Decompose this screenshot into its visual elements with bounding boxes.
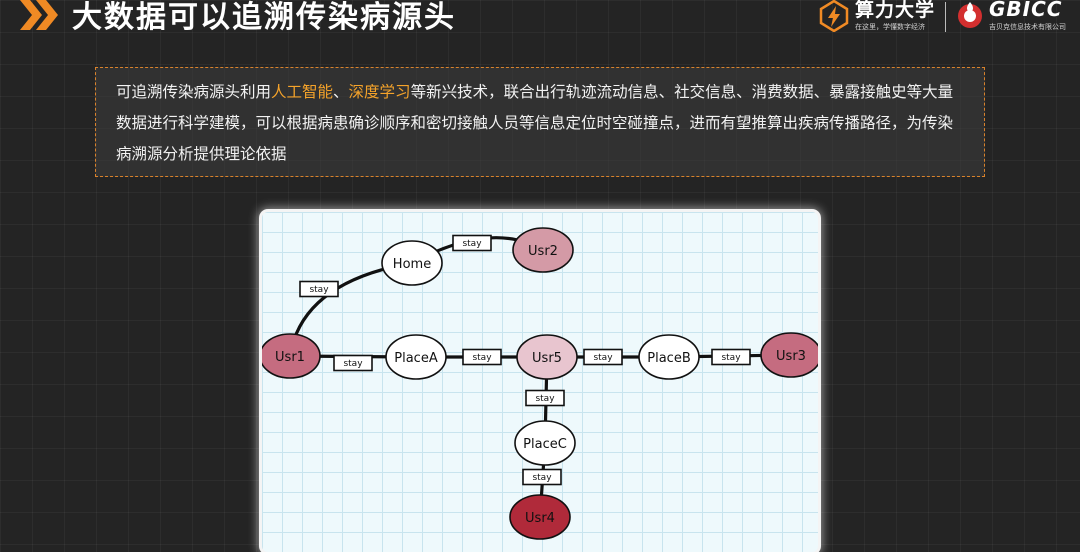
- gbicc-logo: GBICC 吉贝克信息技术有限公司: [956, 0, 1066, 32]
- node-usr4: Usr4: [509, 494, 571, 540]
- info-box: 可追溯传染病源头利用人工智能、深度学习等新兴技术，联合出行轨迹流动信息、社交信息…: [95, 67, 985, 177]
- gbicc-brand: GBICC: [989, 0, 1063, 21]
- gbicc-drop-icon: [958, 2, 982, 28]
- edge-label: stay: [522, 468, 562, 486]
- svg-text:stay: stay: [309, 285, 329, 295]
- edge-label-layer: stay stay stay stay stay stay stay stay: [299, 234, 751, 486]
- edge-label: stay: [462, 348, 502, 366]
- info-paragraph: 可追溯传染病源头利用人工智能、深度学习等新兴技术，联合出行轨迹流动信息、社交信息…: [116, 77, 964, 170]
- edge-label: stay: [333, 354, 373, 372]
- edge-label: stay: [583, 348, 623, 366]
- page-title: 大数据可以追溯传染病源头: [72, 0, 456, 35]
- node-home: Home: [381, 240, 443, 286]
- logo-area: 算力大学 在这里，学懂数字经济 GBICC 吉贝克信息技术有限公司: [819, 0, 1066, 36]
- node-placeA: PlaceA: [385, 334, 447, 380]
- edge-label: stay: [299, 280, 339, 298]
- lightning-logo-icon: [819, 0, 849, 32]
- svg-text:stay: stay: [343, 359, 363, 369]
- edge-label: stay: [711, 348, 751, 366]
- svg-text:stay: stay: [462, 239, 482, 249]
- node-usr5: Usr5: [516, 334, 578, 380]
- node-usr2: Usr2: [512, 227, 574, 273]
- info-highlight-deep-learning: 深度学习: [348, 83, 411, 101]
- edge-label: stay: [525, 389, 565, 407]
- svg-text:stay: stay: [593, 353, 613, 363]
- node-usr1: Usr1: [262, 333, 321, 379]
- node-placeB: PlaceB: [638, 334, 700, 380]
- svg-text:Usr3: Usr3: [776, 349, 806, 364]
- svg-text:Home: Home: [393, 257, 431, 272]
- svg-text:Usr5: Usr5: [532, 351, 562, 366]
- info-segment: 等新兴技术，联合出行轨迹流动信息、社交信息、消费数据、暴露接触史等大量数据进行科…: [116, 83, 954, 163]
- gbicc-subtitle: 吉贝克信息技术有限公司: [989, 23, 1066, 31]
- logo-divider: [945, 2, 946, 32]
- svg-text:PlaceB: PlaceB: [647, 351, 690, 366]
- svg-text:stay: stay: [721, 353, 741, 363]
- svg-text:stay: stay: [535, 394, 555, 404]
- chevron-right-icon: [20, 0, 58, 30]
- info-segment: 可追溯传染病源头利用: [116, 83, 272, 101]
- svg-text:PlaceC: PlaceC: [523, 437, 567, 452]
- svg-text:Usr1: Usr1: [275, 350, 305, 365]
- info-segment: 、: [333, 83, 349, 101]
- logo-slogan: 在这里，学懂数字经济: [854, 23, 925, 31]
- node-usr3: Usr3: [760, 332, 818, 378]
- edge-label: stay: [452, 234, 492, 252]
- node-placeC: PlaceC: [514, 420, 576, 466]
- svg-text:stay: stay: [532, 473, 552, 483]
- svg-text:Usr4: Usr4: [525, 511, 555, 526]
- svg-text:PlaceA: PlaceA: [394, 351, 438, 366]
- svg-text:Usr2: Usr2: [528, 244, 558, 259]
- info-highlight-ai: 人工智能: [271, 83, 334, 101]
- suanli-logo: 算力大学 在这里，学懂数字经济: [819, 0, 935, 32]
- svg-text:stay: stay: [472, 353, 492, 363]
- logo-brand: 算力大学: [854, 0, 935, 21]
